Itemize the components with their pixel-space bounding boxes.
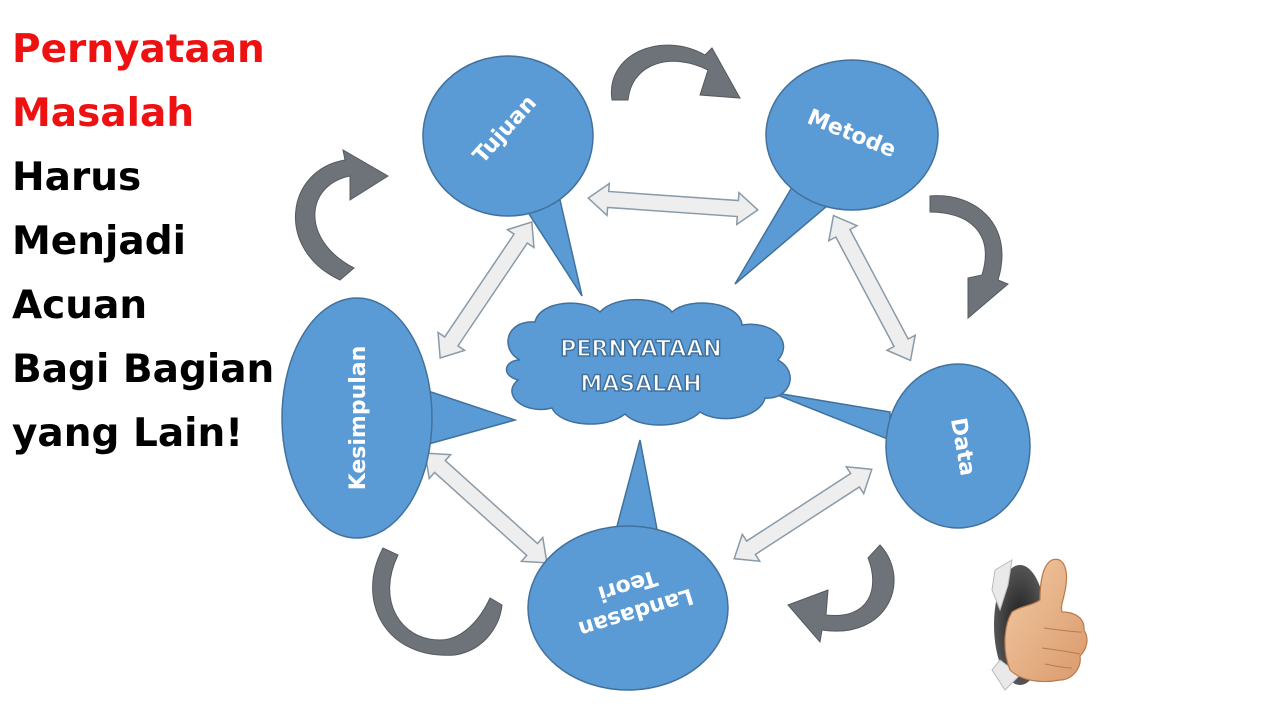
label-kesimpulan: Kesimpulan	[346, 346, 371, 491]
center-title-line-1: PERNYATAAN	[560, 337, 721, 362]
bubble-metode	[734, 59, 939, 285]
double-arrows	[424, 182, 917, 564]
double-arrow-kesimpulan-tujuan	[437, 221, 535, 359]
headline-line-2: Masalah	[12, 91, 195, 136]
thumbs-up-icon	[991, 558, 1088, 691]
center-cloud: PERNYATAAN MASALAH	[505, 298, 791, 426]
double-arrow-tujuan-metode	[587, 182, 759, 226]
headline-line-4: Menjadi	[12, 219, 186, 264]
double-arrow-data-landasan	[733, 465, 873, 563]
headline-line-6: Bagi Bagian	[12, 347, 275, 392]
curved-arrow-top	[610, 44, 741, 101]
headline-line-3: Harus	[12, 155, 142, 200]
curved-arrow-right	[929, 195, 1009, 320]
curved-arrow-bottom-right	[787, 544, 895, 644]
bubble-data	[769, 363, 1031, 529]
double-arrow-landasan-kesimpulan	[424, 452, 548, 564]
bubble-landasan	[527, 439, 729, 691]
double-arrow-metode-data	[827, 214, 917, 362]
center-title-line-2: MASALAH	[580, 372, 701, 397]
curved-arrows	[294, 44, 1009, 656]
bubble-tujuan	[422, 55, 594, 297]
curved-arrow-bottom-left	[372, 547, 503, 656]
curved-arrow-left	[294, 149, 389, 281]
bubbles	[281, 55, 1031, 691]
headline-line-7: yang Lain!	[12, 411, 244, 456]
bubble-kesimpulan	[281, 297, 518, 539]
headline-line-1: Pernyataan	[12, 27, 265, 72]
headline: Pernyataan Masalah Harus Menjadi Acuan B…	[12, 18, 282, 466]
headline-line-5: Acuan	[12, 283, 148, 328]
